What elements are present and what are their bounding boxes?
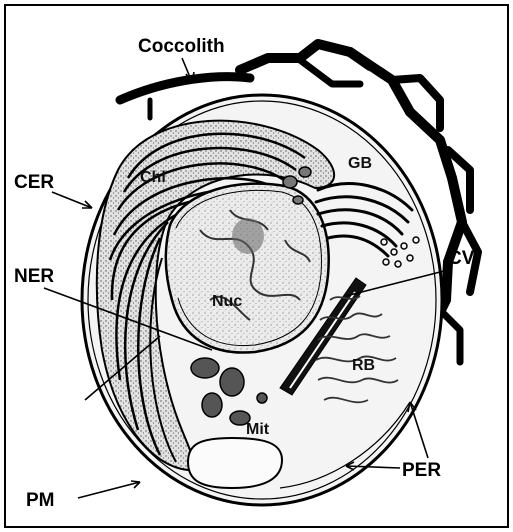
label-chl: Chl <box>140 169 166 186</box>
label-cv: CV <box>448 248 475 269</box>
label-pm: PM <box>26 490 55 511</box>
label-mit: Mit <box>246 421 270 438</box>
label-per: PER <box>402 460 441 481</box>
label-ner: NER <box>14 266 54 287</box>
label-coccolith: Coccolith <box>138 36 225 57</box>
label-nuc: Nuc <box>212 293 242 310</box>
label-gb: GB <box>348 155 372 172</box>
label-rb: RB <box>352 357 375 374</box>
storage-vacuole <box>188 438 282 488</box>
label-cer: CER <box>14 172 54 193</box>
nucleus <box>166 184 329 353</box>
